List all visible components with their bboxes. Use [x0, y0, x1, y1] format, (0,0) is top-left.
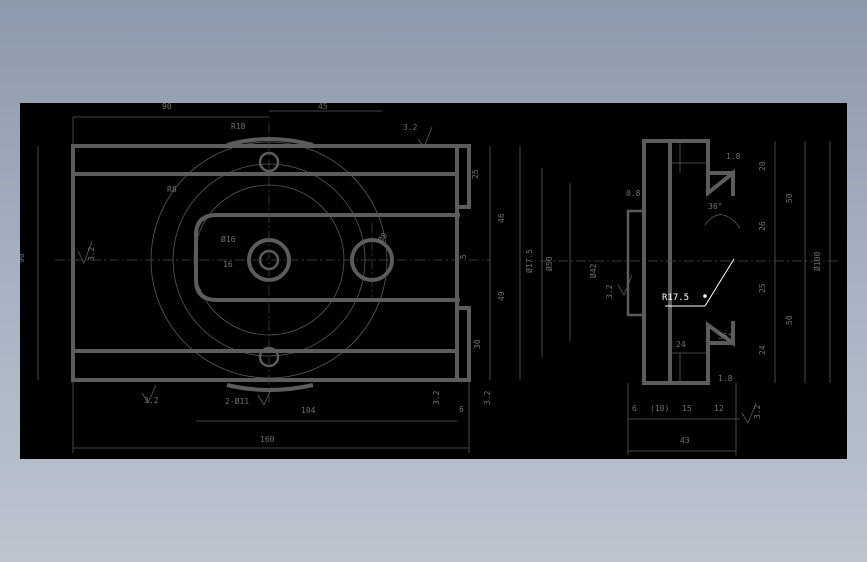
dim-1-8a: 1.8 — [726, 152, 741, 161]
roughness-mark-inner — [617, 274, 633, 296]
dim-d42: Ø42 — [588, 263, 598, 278]
dim-20: 20 — [758, 161, 767, 171]
dim-0-8: 0.8 — [626, 189, 641, 198]
callout-dot — [703, 294, 707, 298]
dim-left: 90 — [20, 253, 26, 263]
right-tab-bottom — [455, 306, 471, 382]
callout-leader — [704, 258, 735, 307]
roughness-br1: 3.2 — [432, 390, 441, 405]
dim-43: 43 — [680, 436, 690, 445]
dim-90: 90 — [162, 103, 172, 111]
roughness-mark-bl — [141, 384, 157, 404]
side-body-right — [670, 139, 735, 385]
roughness-left: 3.2 — [87, 246, 96, 261]
slot-outline — [194, 213, 460, 302]
roughness-top: 3.2 — [403, 123, 418, 132]
roughness-inner: 3.2 — [605, 284, 614, 299]
dim-25: 25 — [471, 169, 480, 179]
dim-d100: Ø100 — [812, 252, 822, 271]
side-view: Ø50 Ø42 Ø100 20 50 26 25 50 24 0.8 1.8 1… — [540, 139, 840, 455]
dim-16: 16 — [223, 260, 233, 269]
side-body-left — [642, 139, 672, 385]
dim-50a: 50 — [785, 193, 794, 203]
dim-24b: 24 — [676, 340, 686, 349]
dim-d17-5: Ø17.5 — [524, 249, 534, 273]
top-hole — [258, 151, 280, 173]
dim-d16: Ø16 — [221, 234, 236, 244]
right-tab-top — [455, 144, 471, 209]
dim-6: 6 — [459, 405, 464, 414]
roughness-side: 3.2 — [753, 404, 762, 419]
callout-r17-5: R17.5 — [662, 293, 689, 303]
dim-25: 25 — [758, 283, 767, 293]
body-outline — [71, 144, 459, 382]
dim-30: 30 — [473, 339, 482, 349]
dim-1-8b: 1.8 — [718, 374, 733, 383]
dim-holes: 2-Ø11 — [225, 396, 249, 406]
dim-45: 45 — [318, 103, 328, 111]
roughness-bl: 3.2 — [144, 396, 159, 405]
dim-36b: 36° — [718, 332, 732, 341]
dim-160: 160 — [260, 435, 275, 444]
dim-15: 15 — [682, 404, 692, 413]
dim-6: 6 — [632, 404, 637, 413]
side-inner-lines — [670, 141, 708, 383]
dim-50b: 50 — [785, 315, 794, 325]
dim-r18: R18 — [231, 122, 246, 131]
side-flanges — [708, 171, 733, 345]
dim-26: 26 — [758, 221, 767, 231]
cad-drawing: 90 45 R18 3.2 R8 Ø16 16 Ø8 90 25 46 5 49… — [17, 102, 840, 455]
dim-49: 49 — [497, 291, 506, 301]
dim-24a: 24 — [758, 345, 767, 355]
roughness-mark-holes — [257, 386, 273, 406]
side-arc — [704, 214, 741, 229]
roughness-mark-top — [417, 126, 433, 148]
cad-drawing-canvas: 90 45 R18 3.2 R8 Ø16 16 Ø8 90 25 46 5 49… — [17, 102, 847, 459]
side-boss — [626, 209, 646, 317]
roughness-mark-left — [77, 240, 93, 265]
dim-36a: 36° — [708, 202, 722, 211]
dim-r8: R8 — [167, 185, 177, 194]
dim-46: 46 — [497, 213, 506, 223]
roughness-br2: 3.2 — [483, 390, 492, 405]
dim-104: 104 — [301, 406, 316, 415]
flange-bottom-arc — [226, 383, 314, 392]
dim-d50: Ø50 — [544, 256, 554, 271]
roughness-mark-side — [741, 402, 757, 424]
dim-12: 12 — [714, 404, 724, 413]
dim-5: 5 — [459, 254, 468, 259]
front-view: 90 45 R18 3.2 R8 Ø16 16 Ø8 90 25 46 5 49… — [17, 102, 534, 453]
flange-top-arc — [226, 137, 314, 147]
dim-10: (10) — [650, 404, 669, 413]
